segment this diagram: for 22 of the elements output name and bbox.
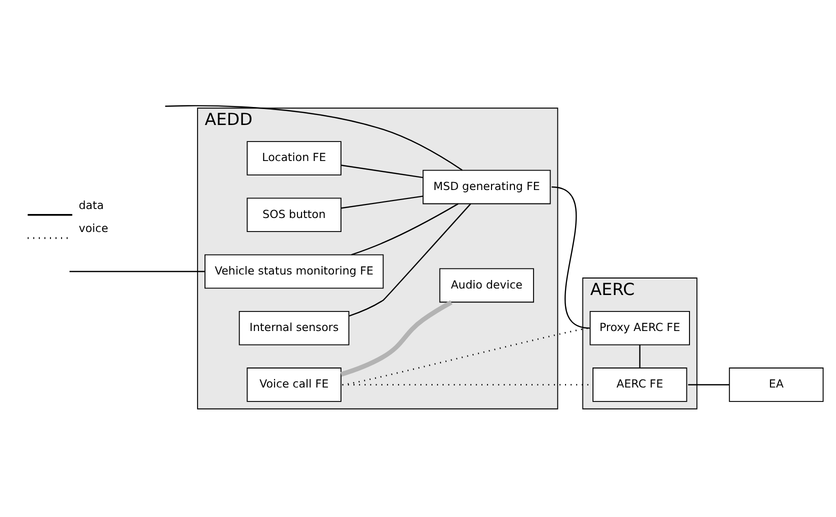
node-box: Internal sensors <box>238 310 350 346</box>
connector <box>340 300 452 377</box>
connector <box>165 105 462 171</box>
node-box: Voice call FE <box>246 368 342 402</box>
node-box: Proxy AERC FE <box>590 310 690 346</box>
connector <box>552 186 590 329</box>
connector <box>70 270 205 272</box>
node-box: EA <box>728 368 824 402</box>
connector <box>639 344 640 368</box>
node-box: MSD generating FE <box>422 170 551 204</box>
legend-label: voice <box>78 222 108 236</box>
node-box: Location FE <box>246 141 342 176</box>
node-box: Audio device <box>439 268 534 303</box>
connector <box>688 384 730 386</box>
legend-label: data <box>78 198 104 212</box>
connector <box>341 164 424 178</box>
connector <box>349 203 472 317</box>
connector <box>351 203 458 256</box>
connector <box>341 196 424 209</box>
node-box: AERC FE <box>592 368 688 402</box>
node-box: SOS button <box>246 198 342 232</box>
node-box: Vehicle status monitoring FE <box>204 254 384 289</box>
